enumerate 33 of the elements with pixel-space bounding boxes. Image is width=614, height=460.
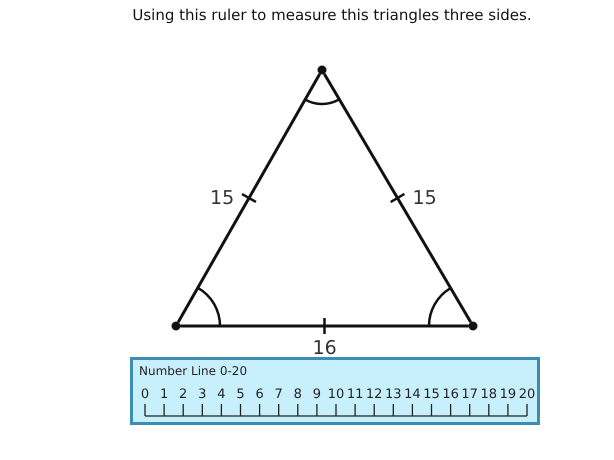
ruler-number: 15	[422, 388, 441, 402]
ruler-number: 4	[216, 388, 227, 402]
ruler-number: 13	[384, 388, 403, 402]
ruler-number: 20	[518, 388, 536, 402]
triangle-side	[176, 73, 322, 323]
ruler-number: 11	[346, 388, 364, 402]
edge-label: 15	[209, 188, 236, 208]
ruler-number: 1	[158, 388, 170, 402]
ruler	[130, 357, 540, 425]
ruler-number: 2	[178, 388, 188, 402]
triangle-side	[180, 324, 468, 328]
vertex-dot	[468, 322, 478, 330]
edge-label: 15	[412, 188, 438, 208]
title: Using this ruler to measure this triangles three sides.	[131, 6, 533, 24]
ruler-number: 6	[254, 388, 265, 402]
ruler-number: 17	[460, 388, 479, 402]
ruler-number: 0	[140, 388, 150, 402]
ruler-number: 12	[364, 388, 384, 402]
vertex-dot	[318, 66, 326, 74]
vertex-dot	[172, 322, 180, 330]
edge-label: 16	[312, 338, 338, 358]
ruler-number: 5	[235, 388, 246, 402]
ruler-number: 3	[197, 388, 208, 402]
ruler-number: 7	[274, 388, 284, 402]
ruler-number: 18	[480, 388, 498, 402]
ruler-title: Number Line 0-20	[139, 364, 248, 378]
ruler-number: 14	[403, 388, 422, 402]
triangle-side	[323, 73, 472, 323]
ruler-number: 10	[326, 388, 346, 402]
ruler-number: 9	[312, 388, 322, 402]
ruler-number: 19	[498, 388, 518, 402]
ruler-number: 8	[292, 388, 303, 402]
ruler-number: 16	[441, 388, 460, 402]
